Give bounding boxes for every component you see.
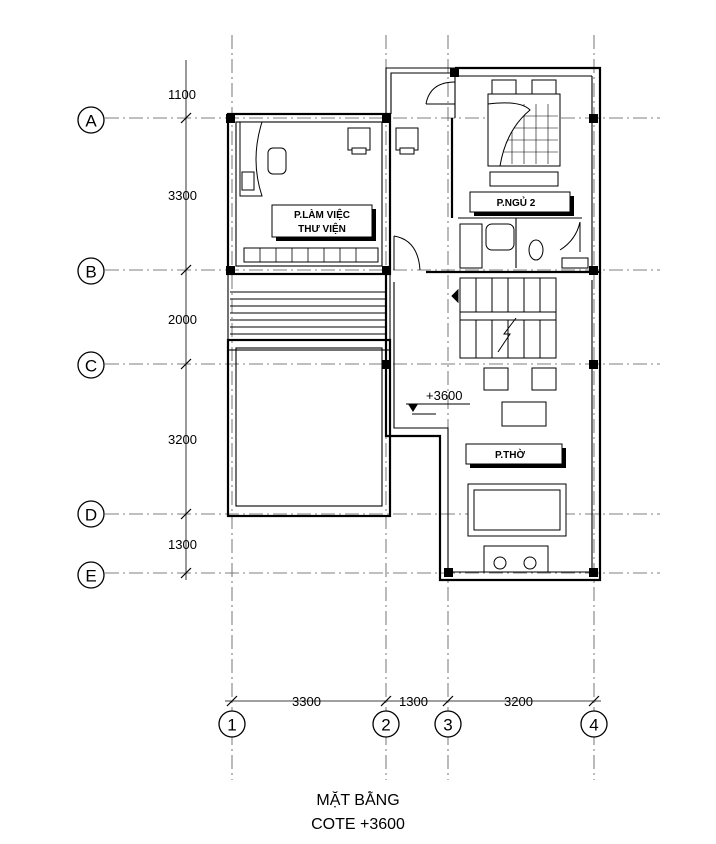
- room-tag-worship: P.THỜ: [465, 443, 566, 468]
- dimension-1300-vertical: 1300: [168, 537, 197, 552]
- worship-room-label: P.THỜ: [495, 448, 525, 461]
- dimension-1100: 1100: [168, 87, 196, 102]
- dimension-3200-horizontal: 3200: [504, 694, 533, 709]
- walls: [226, 66, 602, 582]
- axis-bubble-e: E: [85, 567, 96, 586]
- axis-bubble-b: B: [85, 263, 96, 282]
- structural-columns: [226, 68, 598, 577]
- bedroom-label: P.NGỦ 2: [497, 196, 536, 209]
- dimension-3200-vertical: 3200: [168, 432, 197, 447]
- room-tag-bedroom: P.NGỦ 2: [469, 191, 574, 216]
- level-mark-label: +3600: [426, 388, 463, 403]
- horizontal-dimensions: 3300 1300 3200: [292, 694, 533, 709]
- level-marker: +3600: [406, 388, 470, 415]
- column-axis-bubbles: 1 2 3 4: [218, 710, 608, 738]
- furniture: [239, 79, 589, 573]
- axis-bubble-2: 2: [381, 716, 390, 735]
- dimension-3300-vertical: 3300: [168, 188, 197, 203]
- axis-bubble-1: 1: [227, 716, 236, 735]
- axis-bubble-4: 4: [589, 716, 598, 735]
- study-room-label-line2: THƯ VIỆN: [298, 222, 346, 235]
- drawing-title-line2: COTE +3600: [311, 816, 405, 833]
- axis-bubble-c: C: [85, 357, 97, 376]
- room-tag-study: P.LÀM VIỆC THƯ VIỆN: [271, 204, 376, 241]
- axis-bubble-3: 3: [443, 716, 452, 735]
- vertical-dimensions: 1100 3300 2000 3200 1300: [168, 87, 197, 552]
- row-axis-bubbles: A B C D E: [77, 106, 105, 589]
- axis-bubble-d: D: [85, 506, 97, 525]
- doors: [393, 81, 581, 271]
- study-room-label-line1: P.LÀM VIỆC: [294, 208, 350, 221]
- axis-bubble-a: A: [85, 112, 97, 131]
- dimension-3300-horizontal: 3300: [292, 694, 321, 709]
- stairs: [230, 277, 557, 359]
- dimension-1300-horizontal: 1300: [399, 694, 428, 709]
- dimension-2000: 2000: [168, 312, 197, 327]
- drawing-title-line1: MẶT BẰNG: [316, 792, 400, 809]
